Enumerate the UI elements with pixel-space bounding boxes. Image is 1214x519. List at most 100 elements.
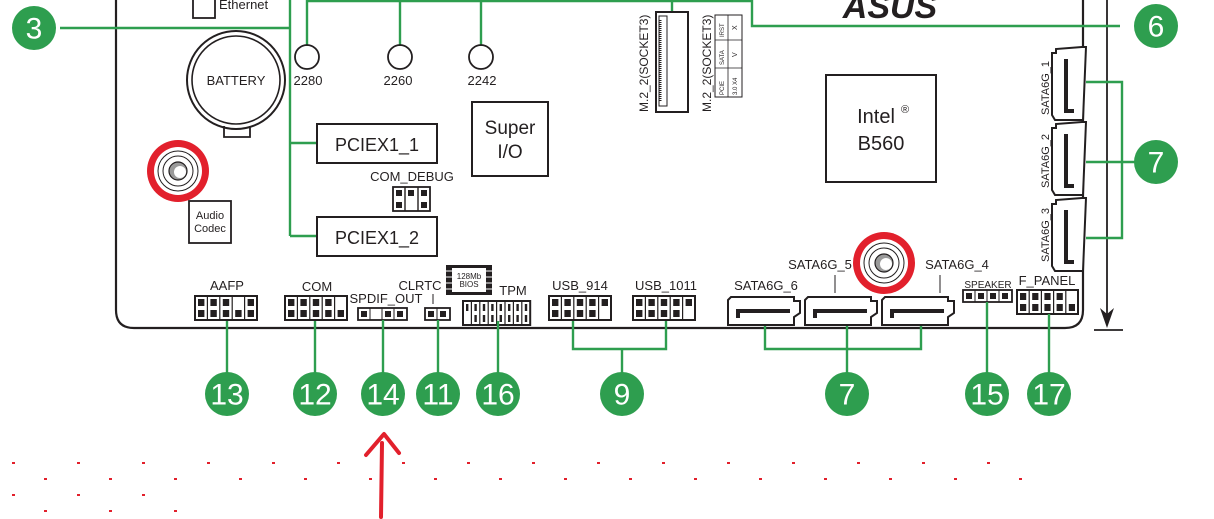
callout-17: 17 bbox=[1027, 372, 1071, 416]
sata6g-4-port bbox=[881, 296, 955, 326]
callout-15: 15 bbox=[965, 372, 1009, 416]
callout-13: 13 bbox=[205, 372, 249, 416]
m2-socket: M.2_2(SOCKET3) M.2_2(SOCKET3) bbox=[637, 11, 714, 113]
clrtc-label: CLRTC bbox=[398, 278, 441, 293]
speaker-header bbox=[962, 289, 1013, 303]
com-header bbox=[284, 295, 348, 321]
pciex1-2-label: PCIEX1_2 bbox=[335, 228, 419, 249]
chipset-label-2: B560 bbox=[858, 133, 905, 155]
callout-number: 14 bbox=[366, 379, 399, 412]
clrtc-header bbox=[424, 307, 451, 321]
callout-11: 11 bbox=[416, 372, 460, 416]
ethernet-chip bbox=[192, 0, 216, 19]
callout-number: 13 bbox=[210, 379, 243, 412]
aafp-header bbox=[194, 295, 258, 321]
callout-number: 7 bbox=[839, 379, 856, 412]
battery: BATTERY bbox=[186, 30, 286, 138]
sata6g-5-label: SATA6G_5 bbox=[788, 257, 852, 272]
pciex1-1-slot bbox=[316, 123, 438, 164]
asus-logo: ASUS bbox=[842, 0, 938, 26]
m2-standoff-2260 bbox=[387, 44, 413, 70]
bios-chip: 128Mb BIOS bbox=[446, 265, 492, 295]
usb-914-header bbox=[548, 295, 612, 321]
m2-table-pcie-value: 3.0 X4 bbox=[733, 77, 739, 95]
m2-socket-label-a: M.2_2(SOCKET3) bbox=[637, 15, 651, 112]
chipset bbox=[825, 74, 937, 183]
callout-9: 9 bbox=[600, 372, 644, 416]
chipset-label-1: Intel bbox=[857, 106, 895, 128]
callout-6: 6 bbox=[1134, 4, 1178, 48]
board-outline bbox=[114, 0, 1085, 330]
callout-7-bottom: 7 bbox=[825, 372, 869, 416]
callout-12: 12 bbox=[293, 372, 337, 416]
callout-number: 6 bbox=[1148, 11, 1165, 44]
aafp-label: AAFP bbox=[210, 278, 244, 293]
callout-number: 16 bbox=[481, 379, 514, 412]
speaker-label: SPEAKER bbox=[964, 280, 1011, 291]
callout-14: 14 bbox=[361, 372, 405, 416]
audio-codec-label-1: Audio bbox=[196, 210, 224, 222]
annotation-arrow bbox=[364, 432, 401, 519]
callout-number: 12 bbox=[298, 379, 331, 412]
sata6g-2-port bbox=[1051, 121, 1088, 196]
mounting-hole-right bbox=[853, 232, 915, 294]
m2-standoff-2242 bbox=[468, 44, 494, 70]
m2-table-irst: IRST bbox=[720, 23, 726, 37]
audio-codec-label-2: Codec bbox=[194, 223, 226, 235]
callout-number: 3 bbox=[26, 13, 43, 46]
sata6g-1-label: SATA6G_1 bbox=[1040, 61, 1052, 115]
m2-support-table: PCIE 3.0 X4 SATA V IRST X bbox=[714, 14, 743, 98]
callout-3: 3 bbox=[12, 6, 56, 50]
battery-label: BATTERY bbox=[207, 73, 266, 88]
com-debug-header bbox=[392, 186, 431, 212]
callout-number: 17 bbox=[1032, 379, 1065, 412]
usb-1011-label: USB_1011 bbox=[635, 278, 697, 293]
mounting-hole-left bbox=[147, 140, 209, 202]
usb-1011-header bbox=[632, 295, 696, 321]
m2-table-pcie: PCIE bbox=[720, 81, 726, 95]
spdif-out-header bbox=[357, 307, 408, 321]
sata6g-4-label: SATA6G_4 bbox=[925, 257, 989, 272]
sata6g-3-port bbox=[1051, 197, 1088, 272]
audio-codec-chip bbox=[188, 200, 232, 244]
sata6g-6-port bbox=[727, 296, 801, 326]
tpm-label: TPM bbox=[499, 283, 526, 298]
svg-text:ASUS: ASUS bbox=[842, 0, 938, 26]
callout-number: 15 bbox=[970, 379, 1003, 412]
m2-standoff-2280 bbox=[294, 44, 320, 70]
sata6g-6-label: SATA6G_6 bbox=[734, 278, 798, 293]
dimension-arrowhead bbox=[1100, 308, 1114, 328]
sata6g-3-label: SATA6G_3 bbox=[1040, 208, 1052, 262]
com-label: COM bbox=[302, 279, 332, 294]
chipset-reg-mark: ® bbox=[901, 104, 909, 116]
callout-16: 16 bbox=[476, 372, 520, 416]
ethernet-label: Ethernet bbox=[219, 0, 269, 12]
callout-number: 9 bbox=[614, 379, 631, 412]
m2-length-2242: 2242 bbox=[468, 73, 497, 88]
super-io-label-1: Super bbox=[485, 118, 536, 139]
m2-table-sata: SATA bbox=[720, 50, 726, 65]
callout-7-right: 7 bbox=[1134, 140, 1178, 184]
m2-length-2260: 2260 bbox=[384, 73, 413, 88]
super-io-chip bbox=[471, 101, 549, 177]
usb-914-label: USB_914 bbox=[552, 278, 608, 293]
bios-label-1: 128Mb bbox=[457, 272, 482, 281]
sata6g-2-label: SATA6G_2 bbox=[1040, 134, 1052, 188]
f-panel-header bbox=[1016, 289, 1079, 315]
pciex1-1-label: PCIEX1_1 bbox=[335, 135, 419, 156]
sata6g-5-port bbox=[804, 296, 878, 326]
pciex1-2-slot bbox=[316, 216, 438, 257]
sata6g-1-port bbox=[1051, 46, 1088, 121]
watermark-dots bbox=[12, 462, 1022, 512]
m2-length-2280: 2280 bbox=[294, 73, 323, 88]
m2-table-irst-value: X bbox=[732, 25, 739, 30]
bios-label-2: BIOS bbox=[459, 280, 478, 289]
m2-socket-label-b: M.2_2(SOCKET3) bbox=[700, 15, 714, 112]
f-panel-label: F_PANEL bbox=[1019, 273, 1076, 288]
callout-number: 11 bbox=[422, 379, 453, 412]
callout-number: 7 bbox=[1148, 147, 1165, 180]
spdif-out-label: SPDIF_OUT bbox=[350, 291, 423, 306]
com-debug-label: COM_DEBUG bbox=[370, 169, 454, 184]
super-io-label-2: I/O bbox=[497, 142, 522, 163]
